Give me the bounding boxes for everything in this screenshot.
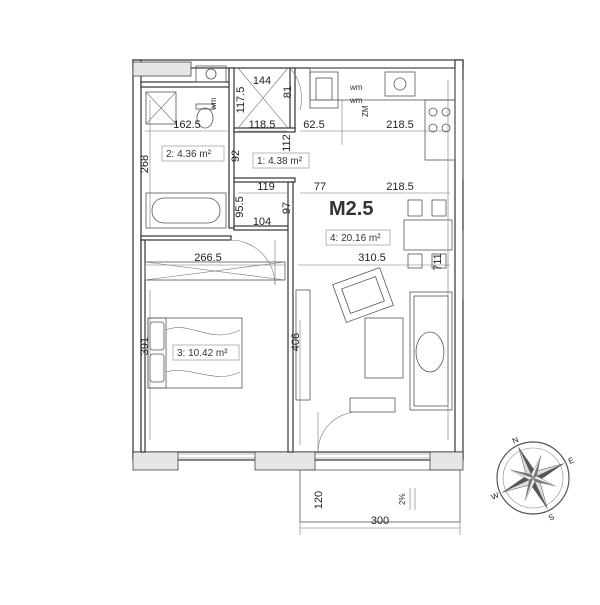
dim-97: 97 bbox=[281, 202, 293, 214]
dim-112: 112 bbox=[281, 134, 293, 152]
washing-machine-label-kitchen-2: wm bbox=[349, 96, 363, 105]
zm-label: ZM bbox=[361, 105, 370, 117]
dim-310-5: 310.5 bbox=[358, 252, 386, 264]
apartment-unit-label: M2.5 bbox=[329, 198, 373, 220]
dim-77: 77 bbox=[314, 181, 326, 193]
outer-walls bbox=[132, 59, 464, 471]
compass-letter-w: W bbox=[490, 490, 501, 502]
room-labels: 2: 4.36 m² 1: 4.38 m² 4: 20.16 m² 3: 10.… bbox=[161, 145, 391, 361]
room-1-label: 1: 4.38 m² bbox=[257, 156, 303, 167]
kitchen-counters bbox=[309, 67, 456, 161]
dim-391: 391 bbox=[139, 337, 151, 355]
dim-266-5: 266.5 bbox=[194, 252, 222, 264]
dim-119: 119 bbox=[257, 181, 275, 193]
compass-star-icon: N E S W bbox=[490, 435, 576, 523]
balcony-slope-label: 2% bbox=[398, 493, 407, 505]
balcony bbox=[299, 469, 461, 535]
dim-218-5-mid: 218.5 bbox=[386, 181, 414, 193]
compass-letter-n: N bbox=[511, 435, 520, 446]
dim-162-5: 162.5 bbox=[173, 119, 201, 131]
hall-fixtures bbox=[237, 67, 302, 129]
washing-machine-label-kitchen-1: wm bbox=[349, 83, 363, 92]
compass-letter-s: S bbox=[547, 512, 556, 522]
washing-machine-label-bath: wm bbox=[209, 97, 218, 111]
appliance-labels: wm wm wm ZM 2% bbox=[209, 83, 407, 505]
room-4-label: 4: 20.16 m² bbox=[330, 233, 381, 244]
room-2-label: 2: 4.36 m² bbox=[166, 149, 212, 160]
dim-81: 81 bbox=[282, 86, 294, 98]
compass-rose: N E S W bbox=[490, 435, 576, 523]
bathroom-fixtures bbox=[145, 65, 227, 229]
dining-table bbox=[403, 199, 453, 269]
dim-104: 104 bbox=[253, 216, 271, 228]
dimension-labels: 144 117.5 81 162.5 118.5 62.5 218.5 268 … bbox=[139, 75, 444, 527]
dim-711: 711 bbox=[432, 253, 444, 271]
dim-92: 92 bbox=[230, 150, 242, 162]
room-3-label: 3: 10.42 m² bbox=[177, 348, 228, 359]
interior-walls bbox=[140, 67, 296, 453]
dim-117-5: 117.5 bbox=[235, 87, 247, 114]
dim-406: 406 bbox=[290, 333, 302, 351]
dim-62-5: 62.5 bbox=[303, 119, 324, 131]
dim-118-5: 118.5 bbox=[249, 119, 276, 131]
dim-144: 144 bbox=[253, 75, 271, 87]
dim-120: 120 bbox=[313, 491, 325, 509]
dim-300: 300 bbox=[371, 515, 389, 527]
entry-door bbox=[317, 411, 359, 453]
dimension-lines bbox=[145, 80, 450, 445]
dim-95-5: 95.5 bbox=[234, 196, 246, 217]
living-furniture bbox=[295, 267, 453, 413]
dim-218-5-top: 218.5 bbox=[386, 119, 414, 131]
dim-268: 268 bbox=[139, 155, 151, 173]
compass-letter-e: E bbox=[567, 455, 576, 465]
